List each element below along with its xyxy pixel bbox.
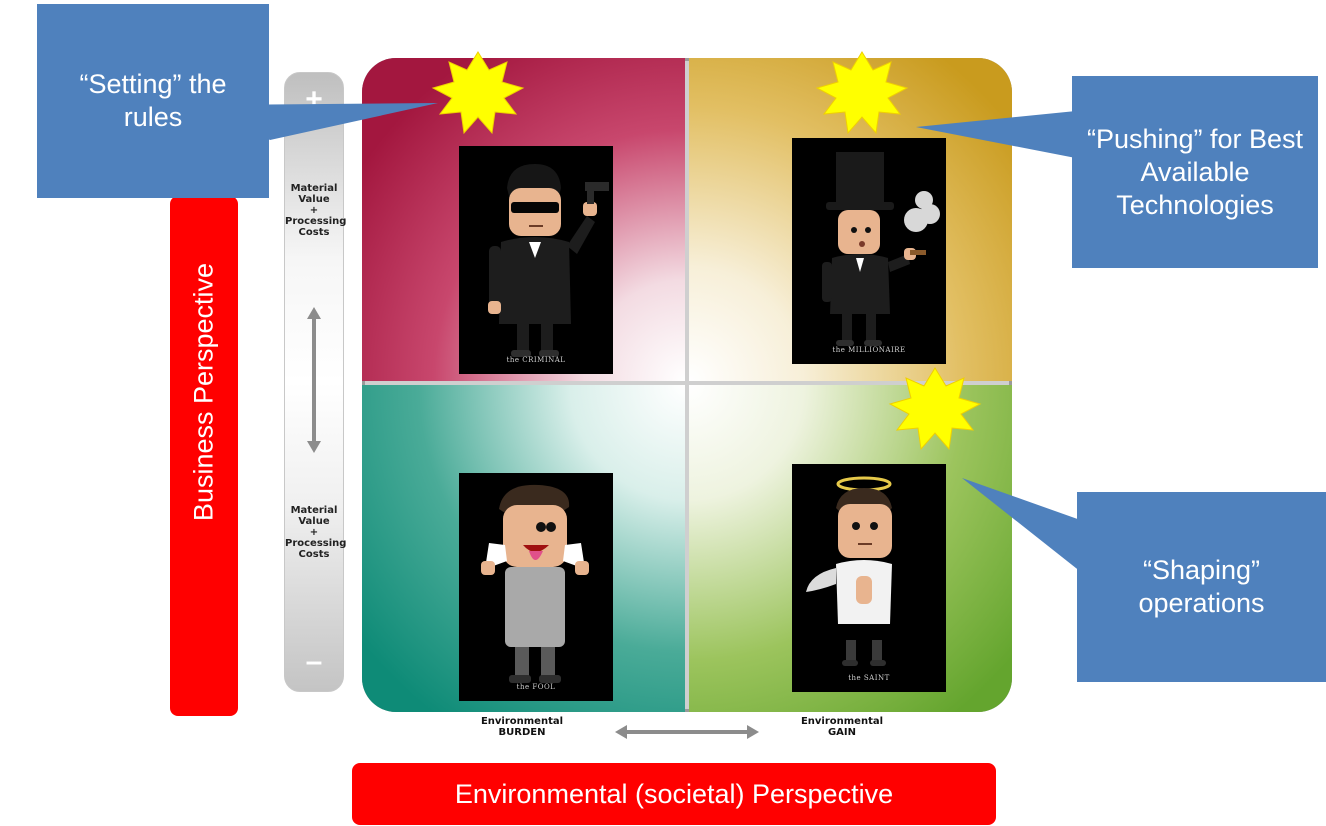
minus-sign: – <box>305 645 323 678</box>
scale-top-line: Processing <box>285 216 347 227</box>
scale-top-label: Material Value + Processing Costs <box>285 183 347 238</box>
callout-setting-rules: “Setting” the rules <box>37 4 269 198</box>
business-perspective-box <box>170 196 238 716</box>
scale-top-line: Value <box>298 194 330 205</box>
scale-bottom-line: + <box>309 527 319 538</box>
callout-shaping-text: “Shaping” operations <box>1138 555 1265 618</box>
vertical-double-arrow-icon <box>307 307 321 453</box>
env-burden-line: BURDEN <box>498 727 546 738</box>
saint-figure-icon <box>806 476 892 666</box>
env-burden-label: Environmental BURDEN <box>462 716 582 738</box>
callout-pushing-text: “Pushing” for Best Available Technologie… <box>1086 123 1304 220</box>
scale-bottom-label: Material Value + Processing Costs <box>285 505 347 560</box>
value-scale-bar: + Material Value + Processing Costs Mate… <box>284 72 347 692</box>
criminal-caption: the CRIMINAL <box>506 356 566 364</box>
env-gain-line: GAIN <box>827 727 857 738</box>
quadrant-matrix: the CRIMINAL the MILLIONAIRE <box>362 58 1012 712</box>
callout-setting-text: “Setting” the rules <box>79 69 227 132</box>
callout-pointer <box>962 478 1086 576</box>
env-gain-line: Environmental <box>800 716 884 727</box>
environmental-perspective-box: Environmental (societal) Perspective <box>352 763 996 825</box>
scale-bottom-line: Material <box>290 505 338 516</box>
criminal-card: the CRIMINAL <box>459 146 613 374</box>
scale-bottom-line: Value <box>298 516 330 527</box>
starburst-icon <box>815 51 909 135</box>
millionaire-figure-icon <box>822 152 940 346</box>
saint-caption: the SAINT <box>848 674 890 682</box>
starburst-icon <box>431 51 525 135</box>
scale-top-line: Material <box>290 183 338 194</box>
env-burden-line: Environmental <box>480 716 564 727</box>
scale-top-line: Costs <box>298 227 330 238</box>
fool-card: the FOOL <box>459 473 613 701</box>
fool-figure-icon <box>481 484 589 683</box>
environmental-perspective-label: Environmental (societal) Perspective <box>454 778 894 809</box>
fool-caption: the FOOL <box>516 683 556 691</box>
env-gain-label: Environmental GAIN <box>782 716 902 738</box>
criminal-figure-icon <box>488 164 609 357</box>
scale-bottom-line: Costs <box>298 549 330 560</box>
scale-top-line: + <box>309 205 319 216</box>
saint-card: the SAINT <box>792 464 946 692</box>
millionaire-caption: the MILLIONAIRE <box>832 346 906 354</box>
millionaire-card: the MILLIONAIRE <box>792 138 946 364</box>
starburst-icon <box>888 367 982 451</box>
callout-pushing-bat: “Pushing” for Best Available Technologie… <box>1072 76 1318 268</box>
callout-pointer <box>916 110 1086 160</box>
callout-shaping-operations: “Shaping” operations <box>1077 492 1326 682</box>
horizontal-double-arrow-icon <box>615 725 759 739</box>
scale-bottom-line: Processing <box>285 538 347 549</box>
